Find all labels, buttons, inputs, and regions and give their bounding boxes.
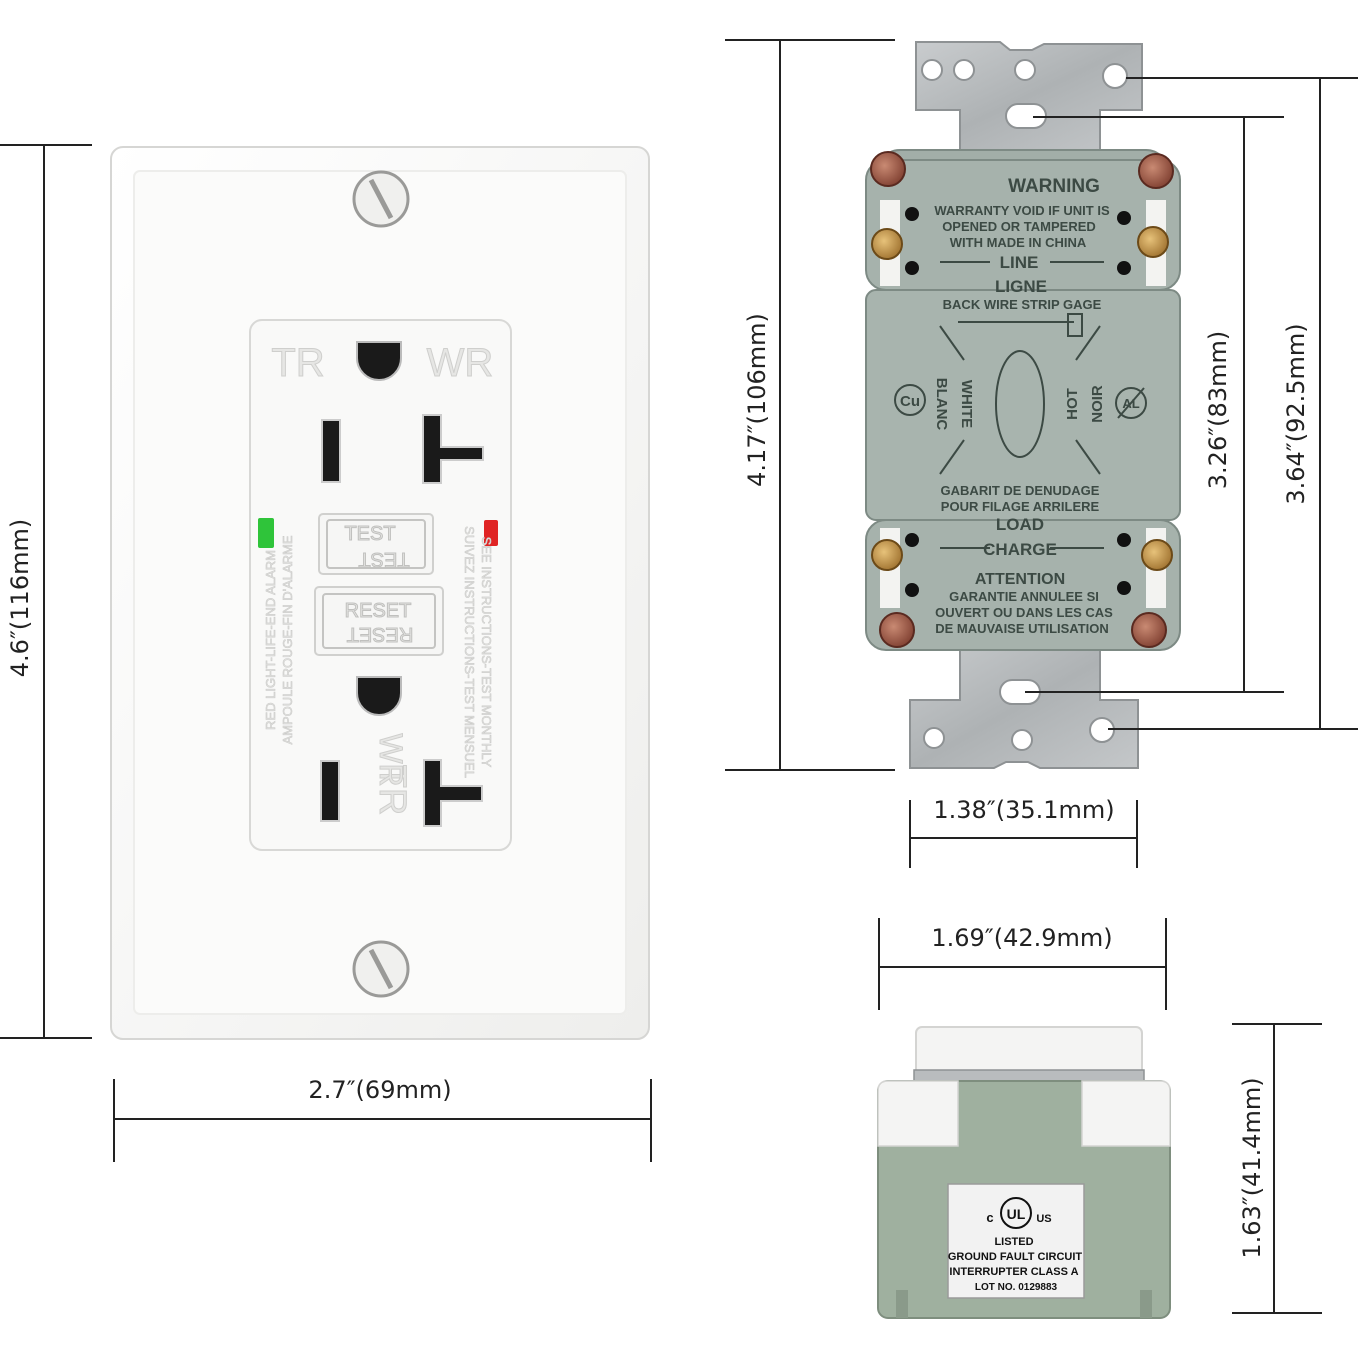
ul-mark: UL [1007,1206,1026,1222]
see-instructions-label: SEE INSTRUCTIONS-TEST MONTHLY [479,537,494,768]
plate-height-dimension [0,144,92,1039]
ampoule-label: AMPOULE ROUGE-FIN D'ALARME [280,535,295,744]
depth-dimension [1232,1023,1322,1314]
cu-label: Cu [900,393,920,410]
cu-mark [894,384,926,416]
gfci-line-2: INTERRUPTER CLASS A [949,1266,1078,1278]
plate-height-label: 4.6″(116mm) [6,519,34,677]
test-button[interactable] [318,513,434,575]
garantie-line-2: OUVERT OU DANS LES CAS [935,605,1113,620]
white-label: WHITE [958,380,975,428]
terminal-screws [871,226,1173,571]
yoke-height-dimension [725,39,895,771]
gabarit-line-2: POUR FILAGE ARRILERE [941,499,1100,514]
yoke-height-label: 4.17″(106mm) [743,313,771,487]
wr-top-label: WR [427,341,494,385]
ul-listing-label [947,1183,1085,1299]
al-mark [1115,387,1147,419]
lot-number: LOT NO. 0129883 [975,1282,1058,1293]
hole-spacing-inner-dimension [1025,116,1284,693]
test-label-mirrored: TEST [358,548,409,570]
side-width-dimension [878,918,1167,1010]
red-light-label: RED LIGHT-LIFE-END ALARM [263,550,278,730]
plate-width-label: 2.7″(69mm) [308,1076,451,1104]
reset-label-mirrored: RESET [347,623,414,645]
tr-bottom-label: TR [371,765,413,816]
warranty-line-1: WARRANTY VOID IF UNIT IS [934,203,1110,218]
garantie-line-1: GARANTIE ANNULEE SI [949,589,1099,604]
body-width-label: 1.38″(35.1mm) [933,796,1114,824]
garantie-line-3: DE MAUVAISE UTILISATION [935,621,1109,636]
blanc-label: BLANC [933,378,950,431]
plate-screw-bottom [352,940,410,998]
metal-yoke-top [915,41,1143,151]
strip-gage-label: BACK WIRE STRIP GAGE [943,297,1102,312]
hole-spacing-inner-label: 3.26″(83mm) [1204,331,1232,489]
hole-spacing-outer-label: 3.64″(92.5mm) [1282,323,1310,504]
plate-screw-top [352,170,410,228]
plate-width-dimension [113,1079,652,1162]
reset-label: RESET [345,600,412,622]
al-label: AL [1122,396,1139,411]
attention-label: ATTENTION [975,571,1065,588]
gabarit-line-1: GABARIT DE DENUDAGE [941,483,1100,498]
load-label: LOAD [996,515,1044,534]
top-outlet [321,341,484,484]
side-width-label: 1.69″(42.9mm) [931,924,1112,952]
backwire-holes [905,207,1131,597]
hot-label: HOT [1064,388,1081,420]
bottom-outlet [320,676,483,827]
c-mark: c [986,1210,993,1225]
body-width-dimension [909,800,1138,868]
strip-gage-mark [958,313,1083,337]
corner-screws [870,151,1174,648]
metal-yoke-bottom [909,639,1139,769]
warranty-line-3: WITH MADE IN CHINA [950,235,1087,250]
listed-label: LISTED [994,1236,1033,1248]
noir-label: NOIR [1089,385,1106,423]
hole-spacing-outer-dimension [1108,77,1358,730]
center-oval [995,350,1045,458]
reset-button[interactable] [314,586,444,656]
green-led-indicator [258,518,274,548]
line-label: LINE [1000,253,1039,272]
ligne-label: LIGNE [995,277,1047,296]
wiring-arrows [939,261,1104,549]
red-led-indicator [484,520,498,546]
gfci-back-body [865,149,1181,651]
gfci-line-1: GROUND FAULT CIRCUIT [948,1251,1083,1263]
wr-bottom-label: WR [373,733,409,786]
depth-label: 1.63″(41.4mm) [1238,1077,1266,1258]
charge-label: CHARGE [983,540,1057,559]
tr-top-label: TR [271,341,324,385]
us-mark: US [1036,1213,1051,1225]
warning-label: WARNING [1008,176,1100,197]
warranty-line-2: OPENED OR TAMPERED [942,219,1096,234]
suivez-instructions-label: SUIVEZ INSTRUCTIONS-TEST MENSUEL [462,526,477,778]
test-label: TEST [344,523,395,545]
